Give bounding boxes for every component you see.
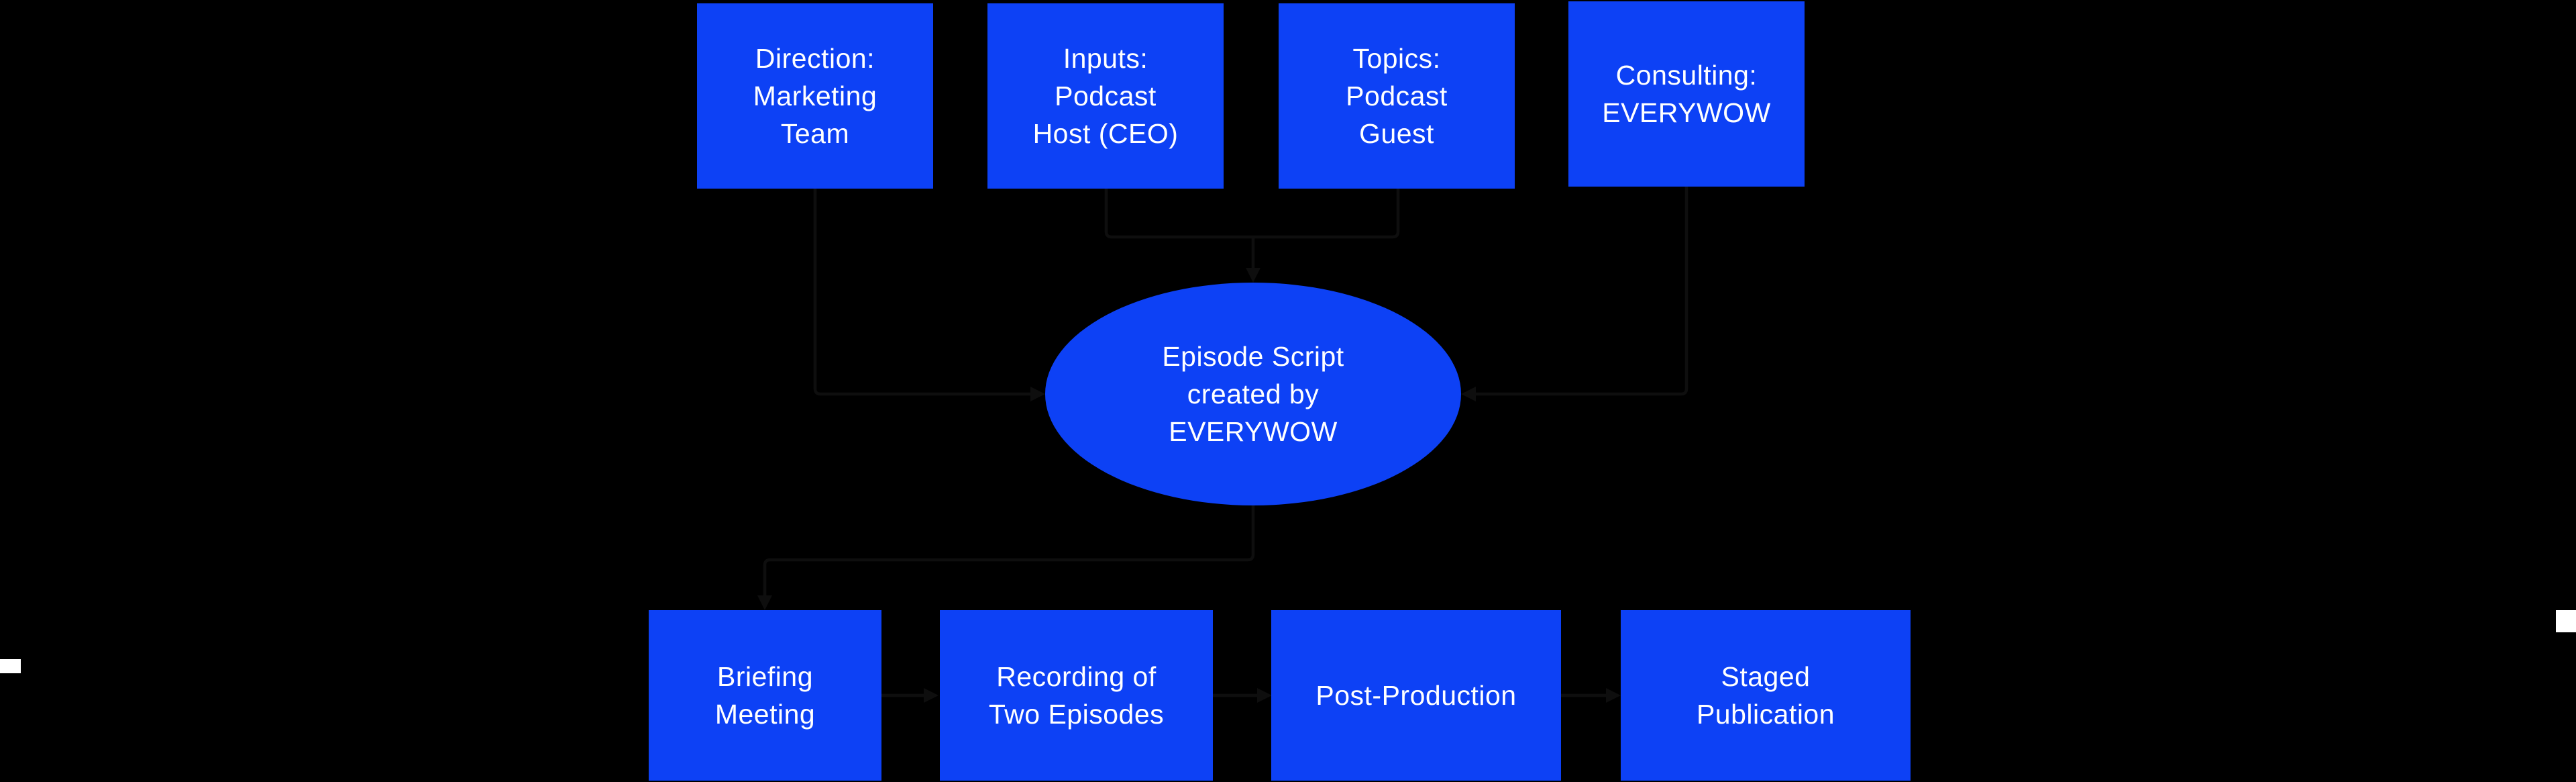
node-direction-marketing-team[interactable]: Direction: Marketing Team	[697, 3, 933, 189]
left-edge-marker	[0, 659, 21, 673]
node-topics-podcast-guest[interactable]: Topics: Podcast Guest	[1279, 3, 1515, 189]
connector-line	[763, 505, 1255, 595]
node-episode-script[interactable]: Episode Script created by EVERYWOW	[1045, 283, 1461, 505]
node-briefing-meeting[interactable]: Briefing Meeting	[649, 610, 881, 781]
arrowhead-right-icon	[924, 688, 938, 703]
arrowhead-right-icon	[1030, 387, 1045, 401]
node-post-production[interactable]: Post-Production	[1271, 610, 1561, 781]
node-recording-two-episodes[interactable]: Recording of Two Episodes	[940, 610, 1213, 781]
node-staged-publication[interactable]: Staged Publication	[1621, 610, 1911, 781]
node-label: Staged Publication	[1696, 661, 1835, 730]
node-label: Briefing Meeting	[714, 661, 816, 730]
connector-script-to-briefing[interactable]	[757, 505, 1255, 610]
right-edge-marker	[2556, 610, 2576, 632]
node-label: Consulting: EVERYWOW	[1602, 59, 1771, 128]
connector-postproduction-to-staged[interactable]	[1561, 688, 1621, 703]
arrowhead-right-icon	[1606, 688, 1621, 703]
connector-consulting-to-script[interactable]	[1461, 186, 1688, 401]
connector-line	[1476, 186, 1688, 396]
connector-line	[813, 189, 1030, 396]
node-inputs-podcast-host[interactable]: Inputs: Podcast Host (CEO)	[987, 3, 1224, 189]
node-label: Post-Production	[1316, 679, 1517, 711]
node-label: Recording of Two Episodes	[988, 661, 1165, 730]
connector-line	[1253, 189, 1400, 239]
arrowhead-down-icon	[1246, 268, 1260, 283]
connector-direction-to-script[interactable]	[813, 189, 1045, 401]
connector-line	[1104, 189, 1253, 239]
connector-recording-to-postproduction[interactable]	[1213, 688, 1272, 703]
node-label: Episode Script created by EVERYWOW	[1162, 340, 1344, 448]
arrowhead-right-icon	[1257, 688, 1272, 703]
node-label: Topics: Podcast Guest	[1346, 42, 1448, 150]
node-label: Direction: Marketing Team	[753, 42, 877, 150]
node-label: Inputs: Podcast Host (CEO)	[1032, 42, 1179, 150]
connector-briefing-to-recording[interactable]	[881, 688, 938, 703]
arrowhead-left-icon	[1461, 387, 1476, 401]
connector-inputs-topics-to-script[interactable]	[1104, 189, 1400, 283]
node-consulting-everywow[interactable]: Consulting: EVERYWOW	[1568, 1, 1805, 187]
arrowhead-down-icon	[757, 595, 772, 610]
